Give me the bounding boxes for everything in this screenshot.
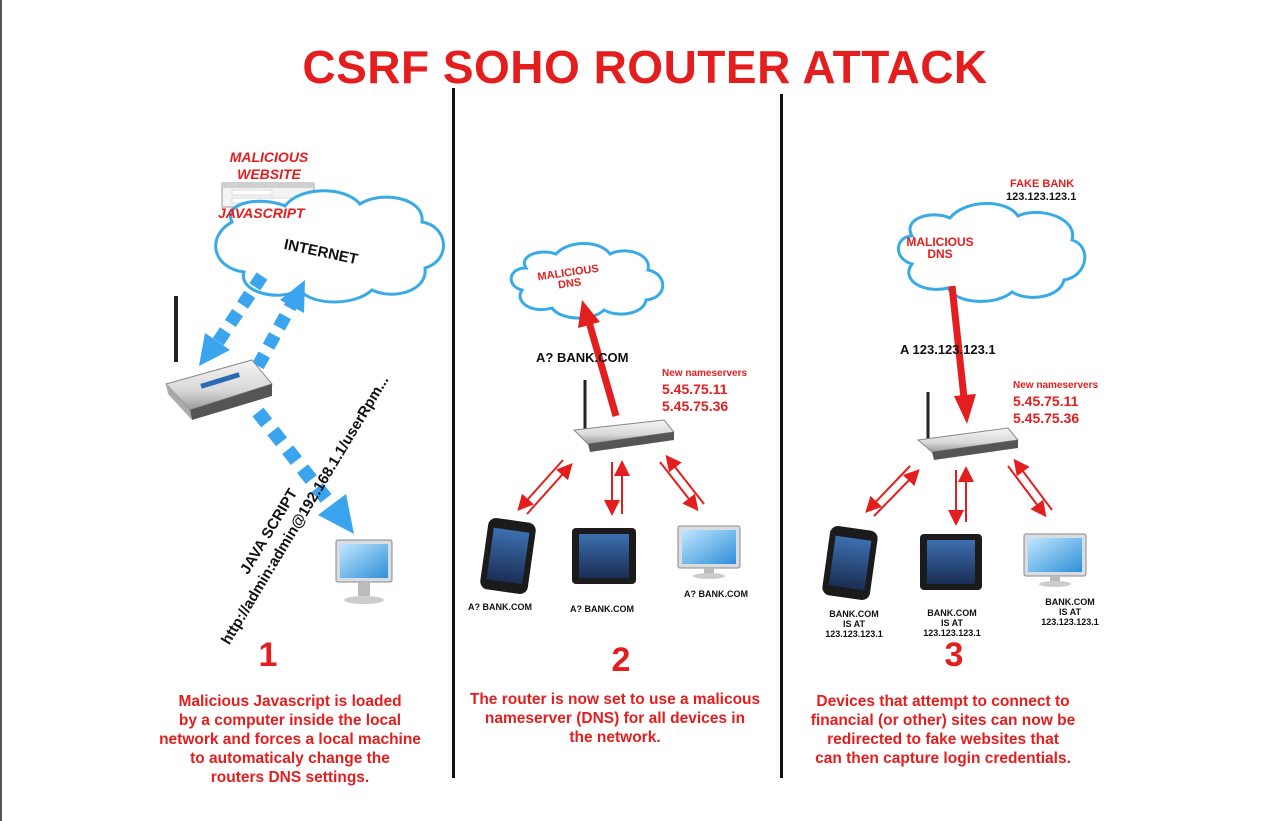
blue-arrow-cloud-to-router [199,272,268,366]
computer-monitor-icon [335,539,393,604]
red-arrow-dns-to-router [948,285,976,424]
nameserver-list-2: 5.45.75.11 5.45.75.36 [662,381,728,415]
step-description-3: Devices that attempt to connect to finan… [788,692,1098,768]
dns-cloud-label-3: MALICIOUS DNS [900,236,980,260]
desc2-line: the network. [569,729,661,746]
dl3b-3: 123.123.123.1 [923,628,981,638]
dl3b-1: BANK.COM [927,608,977,618]
computer-monitor-icon-3 [1023,533,1087,587]
fake-bank-ip: 123.123.123.1 [1006,191,1077,203]
dns3-line1: MALICIOUS [906,235,974,249]
ns3-2: 5.45.75.36 [1013,410,1080,426]
device-label-phone-2: A? BANK.COM [468,602,532,612]
blue-arrow-router-to-computer [252,407,354,534]
red-arrows-panel-2 [517,454,705,516]
malicious-dns-cloud-2 [509,242,665,320]
router-icon-2 [572,380,675,452]
dns-query-label: A? BANK.COM [536,350,629,365]
diagram-title: CSRF SOHO ROUTER ATTACK [302,41,988,93]
dns-answer-label: A 123.123.123.1 [900,342,996,357]
desc1-line: Malicious Javascript is loaded [178,693,402,710]
red-arrows-panel-3 [865,458,1053,526]
step-description-1: Malicious Javascript is loaded by a comp… [140,692,440,787]
smartphone-icon-2 [480,518,536,594]
step-number-3: 3 [944,636,964,674]
desc2-line: The router is now set to use a malicous [469,691,761,708]
desc1-line: by a computer inside the local [178,712,402,729]
router-icon [165,296,273,420]
tablet-icon-3 [920,534,982,590]
tablet-icon-2 [572,528,636,584]
javascript-label: JAVASCRIPT [218,205,305,221]
device-label-tablet-3: BANK.COM IS AT 123.123.123.1 [912,608,992,638]
ns2-2: 5.45.75.36 [662,398,729,414]
malicious-website-line1: MALICIOUS [229,149,309,165]
ns2-1: 5.45.75.11 [662,381,728,397]
dl3b-2: IS AT [941,618,963,628]
dl3c-1: BANK.COM [1045,597,1095,607]
smartphone-icon-3 [822,526,878,600]
dl3a-1: BANK.COM [829,609,879,619]
nameserver-list-3: 5.45.75.11 5.45.75.36 [1013,393,1079,427]
device-label-tablet-2: A? BANK.COM [570,604,634,614]
ns3-1: 5.45.75.11 [1013,393,1079,409]
blue-arrow-router-to-cloud [252,280,305,370]
device-label-monitor-3: BANK.COM IS AT 123.123.123.1 [1030,597,1110,627]
computer-monitor-icon-2 [677,525,741,579]
panel-divider-2 [780,94,783,778]
desc3-line: Devices that attempt to connect to [816,693,1070,710]
dl3a-2: IS AT [843,619,865,629]
dns3-line2: DNS [927,247,953,261]
device-label-monitor-2: A? BANK.COM [684,589,748,599]
red-arrow-router-to-dns [578,300,620,417]
fake-bank-label: FAKE BANK [1010,178,1075,190]
desc3-line: financial (or other) sites can now be [810,712,1076,729]
desc2-line: nameserver (DNS) for all devices in [484,710,746,727]
step-number-1: 1 [258,636,278,674]
new-nameservers-label-2: New nameservers [662,368,748,379]
desc1-line: network and forces a local machine [159,731,421,748]
internet-cloud [214,189,445,304]
desc1-line: routers DNS settings. [210,769,370,786]
desc3-line: redirected to fake websites that [827,731,1059,748]
router-icon-3 [916,392,1019,460]
dl3c-3: 123.123.123.1 [1041,617,1099,627]
device-label-phone-3: BANK.COM IS AT 123.123.123.1 [814,609,894,639]
new-nameservers-label-3: New nameservers [1013,380,1099,391]
desc1-line: to automaticaly change the [190,750,390,767]
malicious-website-label: MALICIOUS WEBSITE [214,149,324,183]
dl3c-2: IS AT [1059,607,1081,617]
desc3-line: can then capture login credentials. [815,750,1071,767]
left-frame-edge [0,0,2,821]
panel-divider-1 [452,88,455,778]
dl3a-3: 123.123.123.1 [825,629,883,639]
step-number-2: 2 [611,641,631,679]
malicious-dns-cloud-3 [897,202,1087,303]
malicious-website-line2: WEBSITE [237,166,301,182]
step-description-2: The router is now set to use a malicous … [452,690,778,747]
